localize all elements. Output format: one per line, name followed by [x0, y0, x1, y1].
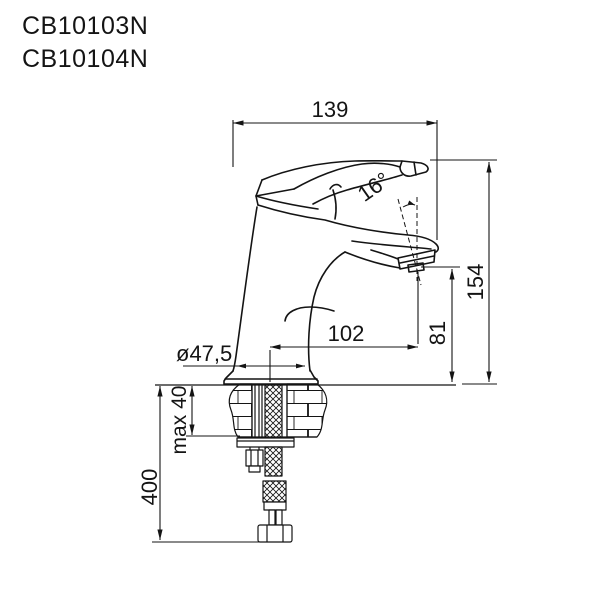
dimension-angle [397, 197, 422, 286]
aerator-inner-line [399, 255, 435, 264]
handle-left-face [255, 179, 295, 197]
mounting-nut [245, 449, 264, 467]
base-flange [223, 369, 319, 385]
mounting-nut-tip [248, 465, 261, 473]
dimension-body-diameter [183, 363, 305, 369]
dimension-81 [421, 266, 460, 382]
label-overall-length: 139 [312, 97, 349, 122]
dimension-labels: 139 16° 154 102 81 ø47,5 max 40 400 [137, 97, 488, 505]
hose-hex-facets [266, 525, 284, 542]
mounting-washer [236, 437, 295, 448]
body-left-edge [232, 206, 258, 372]
product-code-1: CB10103N [22, 12, 149, 40]
arrow-left [237, 363, 246, 369]
deck-brick-left [228, 383, 253, 438]
handle-tip [399, 160, 429, 177]
arrow-right [296, 363, 305, 369]
hose-hex-nut [257, 524, 293, 543]
hose-neck-left [268, 509, 276, 526]
label-body-diameter: ø47,5 [176, 341, 232, 366]
shank-walls [251, 385, 288, 437]
handle-seam [332, 189, 337, 220]
product-codes: CB10103N CB10104N [22, 10, 148, 76]
cap-top-line [255, 195, 319, 210]
label-outlet-height: 81 [425, 321, 450, 345]
label-spout-reach: 102 [328, 321, 365, 346]
dimension-139 [232, 120, 438, 240]
braided-hose [262, 480, 287, 503]
label-total-height: 154 [463, 264, 488, 301]
body-right-edge [307, 251, 346, 372]
label-max-mounting-thickness: max 40 [168, 386, 191, 455]
ext-line [232, 120, 438, 240]
label-spout-angle: 16° [353, 167, 395, 207]
product-code-2: CB10104N [22, 45, 149, 73]
handle-crease [293, 162, 401, 190]
dimension-400 [152, 386, 266, 543]
ext-line [430, 159, 497, 385]
label-supply-hose-length: 400 [137, 469, 162, 506]
spout-underside [344, 251, 401, 269]
hose-neck-right [275, 509, 283, 526]
handle-tip-inner-line [413, 161, 417, 176]
body-crease [284, 306, 335, 322]
spout-seam [351, 240, 432, 250]
hose-collar [263, 501, 287, 511]
mounting-nut-facets [250, 450, 259, 466]
threaded-shank [264, 384, 283, 438]
cap-bottom-and-spout-top [257, 204, 440, 253]
angle-arc [402, 200, 416, 208]
dimension-lines [152, 120, 497, 543]
aerator-outlet [407, 262, 425, 273]
deck-section [228, 383, 328, 438]
cap-left-face [255, 195, 259, 206]
mounting-assembly [236, 437, 295, 543]
threaded-rod [264, 446, 283, 477]
dimension-max40 [186, 386, 240, 437]
aerator-band [397, 249, 436, 270]
faucet-outline [223, 159, 440, 385]
handle-dart [329, 183, 342, 190]
deck-brick-right [286, 383, 328, 438]
handle-top-edge [261, 159, 403, 181]
spout-front-edge [370, 249, 399, 260]
angle-slant-dashed [397, 198, 422, 286]
dimension-154 [430, 159, 497, 385]
handle-underside [312, 174, 403, 205]
